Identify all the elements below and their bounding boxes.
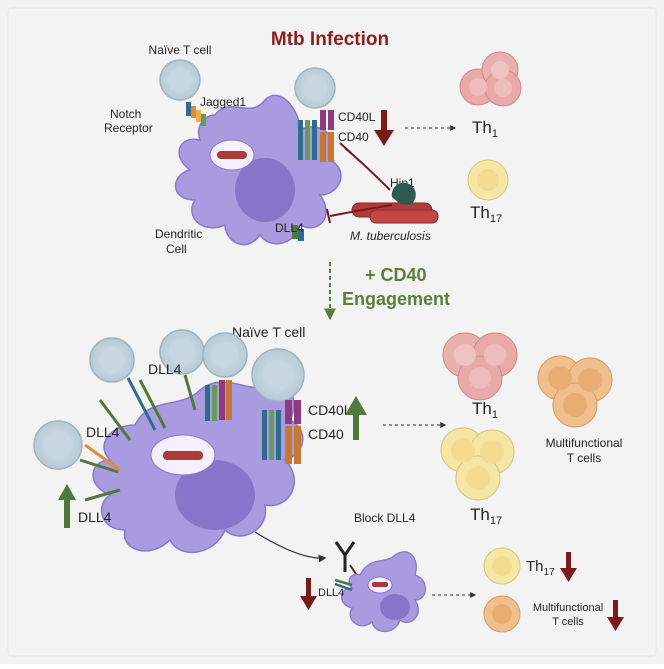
top-th17-label: Th17 — [470, 203, 502, 225]
top-th1-cluster — [459, 51, 522, 107]
bottom-receptor-stack-2 — [205, 380, 232, 421]
antibody-icon — [334, 541, 356, 572]
bottom-naive-t-cell-label: Naïve T cell — [232, 324, 305, 340]
bottom-t-cell-2 — [159, 329, 205, 375]
block-curved-arrow — [254, 531, 327, 563]
bottom-dc-mtb-inside — [163, 451, 203, 460]
block-dll4-text: DLL4 — [318, 587, 344, 599]
block-dll4-ligand — [334, 578, 353, 592]
block-multifunctional-label-2: T cells — [552, 616, 584, 628]
top-dendritic-label-2: Cell — [166, 242, 187, 256]
mtb-bacilli — [351, 202, 439, 224]
bottom-dll4-label-c: DLL4 — [78, 509, 112, 525]
hip1-inhibit-bar-2 — [326, 208, 331, 224]
hip1-inhibit-dll4 — [329, 204, 393, 217]
engagement-label-1: + CD40 — [365, 265, 427, 285]
top-th1-label: Th1 — [472, 118, 498, 140]
top-center-t-cell — [294, 67, 336, 109]
top-dll4-label: DLL4 — [275, 221, 304, 235]
block-dll4-down-arrow — [300, 578, 317, 610]
top-th17-cell — [467, 159, 509, 201]
bottom-dc-nucleus — [175, 460, 255, 530]
block-th17-label: Th17 — [526, 558, 555, 578]
bottom-dll4-label-b: DLL4 — [86, 424, 120, 440]
top-receptor-stack — [298, 110, 334, 162]
bottom-cd40l-label: CD40L — [308, 402, 352, 418]
top-cd40-label: CD40 — [338, 130, 369, 144]
bottom-t-cell-4 — [251, 348, 305, 402]
bottom-cd40-up-arrow — [345, 396, 367, 440]
bottom-t-cell-1 — [89, 337, 135, 383]
bottom-th17-cluster — [440, 427, 515, 501]
top-notch-label-2: Receptor — [104, 121, 153, 135]
top-mtb-label: M. tuberculosis — [350, 229, 431, 243]
block-multifunctional-cell — [483, 595, 521, 633]
top-dendritic-label-1: Dendritic — [155, 227, 202, 241]
block-th17-cell — [483, 547, 521, 585]
bottom-th1-label: Th1 — [472, 399, 498, 421]
top-notch-jagged-complex — [186, 102, 206, 126]
hip1-icon — [391, 182, 416, 205]
block-dc-nucleus — [380, 594, 410, 620]
bottom-multifunctional-cluster — [537, 355, 613, 428]
bottom-cd40-label: CD40 — [308, 426, 344, 442]
bottom-dll4-label-a: DLL4 — [148, 361, 182, 377]
engagement-label-2: Engagement — [342, 289, 450, 309]
block-dll4-label: Block DLL4 — [354, 511, 416, 525]
bottom-dll4-up-arrow — [58, 484, 76, 528]
bottom-dll4-ligands — [79, 374, 197, 502]
top-dc-mtb-inside — [217, 151, 247, 159]
top-dc-nucleus — [235, 158, 295, 222]
top-notch-label-1: Notch — [110, 107, 141, 121]
title: Mtb Infection — [271, 29, 389, 50]
bottom-t-cell-5 — [33, 420, 83, 470]
block-multifunctional-label-1: Multifunctional — [533, 602, 603, 614]
top-cd40l-label: CD40L — [338, 110, 376, 124]
top-naive-t-cell — [159, 59, 201, 101]
bottom-th17-label: Th17 — [470, 505, 502, 527]
panel-frame — [7, 7, 657, 657]
top-naive-t-cell-label: Naïve T cell — [149, 43, 212, 57]
top-dll4-ligand — [292, 225, 304, 241]
bottom-multifunctional-label-2: T cells — [567, 451, 601, 465]
hip1-inhibit-bar-1 — [339, 142, 352, 154]
top-cd40-down-arrow — [374, 110, 394, 146]
bottom-receptor-stack — [262, 400, 301, 464]
bottom-th1-cluster — [442, 332, 518, 401]
bottom-t-cell-3 — [202, 332, 248, 378]
block-th17-down-arrow — [560, 552, 577, 582]
bottom-multifunctional-label-1: Multifunctional — [546, 436, 623, 450]
block-dc-mtb — [372, 582, 388, 587]
top-jagged1-label: Jagged1 — [200, 95, 246, 109]
block-multi-down-arrow — [607, 600, 624, 631]
